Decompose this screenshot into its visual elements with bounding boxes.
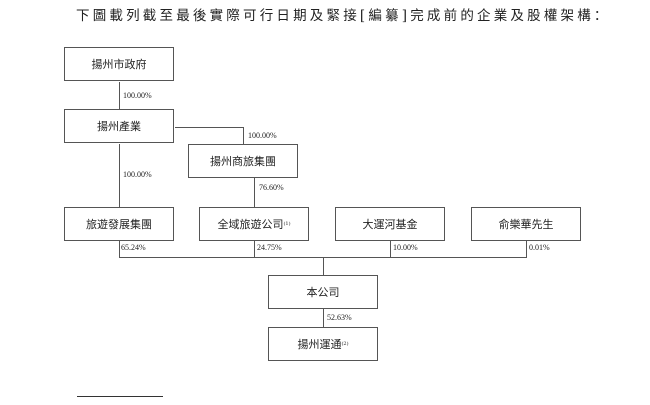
footnote-marker: (2) (341, 341, 349, 347)
ownership-percentage: 100.00% (123, 170, 152, 179)
entity-yangzhou-government: 揚州市政府 (64, 47, 174, 81)
page-title: 下圖載列截至最後實際可行日期及緊接[編纂]完成前的企業及股權架構： (76, 8, 611, 24)
footnote-divider (77, 396, 163, 397)
connector-line (323, 309, 324, 327)
entity-yangzhou-commerce-tourism: 揚州商旅集團 (188, 144, 298, 178)
entity-tourism-development: 旅遊發展集團 (64, 207, 174, 241)
connector-line (175, 127, 243, 128)
ownership-percentage: 65.24% (121, 243, 146, 252)
entity-label: 揚州產業 (97, 120, 141, 133)
connector-line (254, 241, 255, 257)
entity-label: 揚州運通 (297, 338, 342, 351)
ownership-percentage: 76.60% (259, 183, 284, 192)
entity-label: 俞樂華先生 (498, 218, 554, 231)
entity-yangzhou-industry: 揚州產業 (64, 109, 174, 143)
connector-line (243, 127, 244, 144)
entity-grand-canal-fund: 大運河基金 (335, 207, 445, 241)
connector-line (119, 144, 120, 207)
ownership-percentage: 24.75% (257, 243, 282, 252)
ownership-percentage: 10.00% (393, 243, 418, 252)
entity-quanyu-tourism: 全域旅遊公司(1) (199, 207, 309, 241)
entity-mr-yu: 俞樂華先生 (471, 207, 581, 241)
ownership-percentage: 100.00% (248, 131, 277, 140)
footnote-marker: (1) (283, 221, 291, 227)
entity-label: 全域旅遊公司 (217, 218, 284, 231)
entity-company: 本公司 (268, 275, 378, 309)
entity-label: 揚州商旅集團 (210, 155, 276, 168)
ownership-percentage: 100.00% (123, 91, 152, 100)
connector-line (119, 82, 120, 109)
connector-line (254, 178, 255, 207)
entity-label: 大運河基金 (362, 218, 418, 231)
entity-label: 揚州市政府 (91, 58, 147, 71)
connector-line (526, 241, 527, 257)
ownership-percentage: 52.63% (327, 313, 352, 322)
connector-line (390, 241, 391, 257)
entity-label: 本公司 (306, 286, 340, 299)
connector-line (323, 257, 324, 275)
connector-line (119, 241, 120, 257)
entity-label: 旅遊發展集團 (86, 218, 152, 231)
ownership-percentage: 0.01% (529, 243, 550, 252)
entity-yangzhou-yuntong: 揚州運通(2) (268, 327, 378, 361)
